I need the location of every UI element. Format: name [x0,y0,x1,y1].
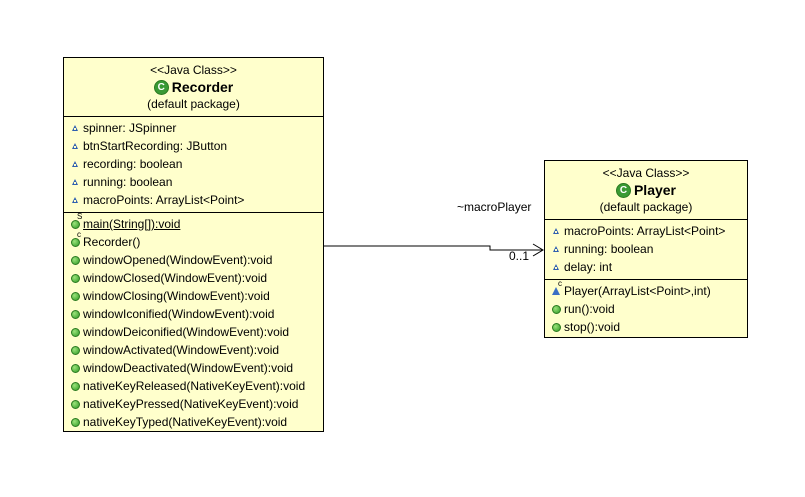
player-class-header: <<Java Class>> C Player (default package… [545,161,747,220]
class-icon: C [153,80,169,95]
public-method-icon [70,269,83,287]
operation-row[interactable]: windowIconified(WindowEvent):void [70,305,319,323]
association-role-label: ~macroPlayer [457,200,532,214]
attribute-row[interactable]: running: boolean [551,240,743,258]
package-visibility-icon [551,258,564,276]
operation-row[interactable]: nativeKeyPressed(NativeKeyEvent):void [70,395,319,413]
public-method-icon [70,287,83,305]
constructor-icon: c [70,230,83,251]
player-name: Player [633,182,677,198]
operation-row[interactable]: stop():void [551,318,743,336]
recorder-attributes: spinner: JSpinner btnStartRecording: JBu… [64,117,323,212]
public-method-icon [70,359,83,377]
package-constructor-icon: c [551,279,564,300]
operation-row[interactable]: nativeKeyTyped(NativeKeyEvent):void [70,413,319,431]
recorder-class-header: <<Java Class>> C Recorder (default packa… [64,58,323,117]
package-visibility-icon [70,173,83,191]
association-line [324,245,543,251]
static-method-icon: S [70,212,83,233]
association-multiplicity-label: 0..1 [509,249,530,263]
operation-row[interactable]: nativeKeyReleased(NativeKeyEvent):void [70,377,319,395]
player-stereotype: <<Java Class>> [602,166,690,180]
public-method-icon [551,300,564,318]
association-arrowhead [532,243,544,257]
operation-row[interactable]: windowActivated(WindowEvent):void [70,341,319,359]
player-package: (default package) [599,200,693,214]
operation-row[interactable]: windowDeiconified(WindowEvent):void [70,323,319,341]
class-icon: C [615,183,631,198]
attribute-row[interactable]: btnStartRecording: JButton [70,137,319,155]
attribute-row[interactable]: recording: boolean [70,155,319,173]
package-visibility-icon [70,137,83,155]
attribute-row[interactable]: delay: int [551,258,743,276]
public-method-icon [70,395,83,413]
attribute-row[interactable]: macroPoints: ArrayList<Point> [70,191,319,209]
player-class[interactable]: <<Java Class>> C Player (default package… [544,160,748,338]
public-method-icon [70,305,83,323]
package-visibility-icon [70,191,83,209]
recorder-stereotype: <<Java Class>> [150,63,237,77]
recorder-class[interactable]: <<Java Class>> C Recorder (default packa… [63,57,324,432]
public-method-icon [70,323,83,341]
package-visibility-icon [70,119,83,137]
operation-row[interactable]: windowClosing(WindowEvent):void [70,287,319,305]
player-class-name: C Player [547,182,745,199]
package-visibility-icon [70,155,83,173]
recorder-package: (default package) [147,97,240,111]
attribute-row[interactable]: macroPoints: ArrayList<Point> [551,222,743,240]
public-method-icon [70,251,83,269]
public-method-icon [70,341,83,359]
attribute-row[interactable]: running: boolean [70,173,319,191]
operation-row[interactable]: windowOpened(WindowEvent):void [70,251,319,269]
recorder-class-name: C Recorder [66,79,321,96]
attribute-row[interactable]: spinner: JSpinner [70,119,319,137]
operation-row[interactable]: windowClosed(WindowEvent):void [70,269,319,287]
recorder-name: Recorder [171,79,234,95]
package-visibility-icon [551,240,564,258]
operation-row[interactable]: windowDeactivated(WindowEvent):void [70,359,319,377]
public-method-icon [70,413,83,431]
public-method-icon [70,377,83,395]
public-method-icon [551,318,564,336]
operation-row[interactable]: run():void [551,300,743,318]
package-visibility-icon [551,222,564,240]
player-attributes: macroPoints: ArrayList<Point> running: b… [545,220,747,279]
